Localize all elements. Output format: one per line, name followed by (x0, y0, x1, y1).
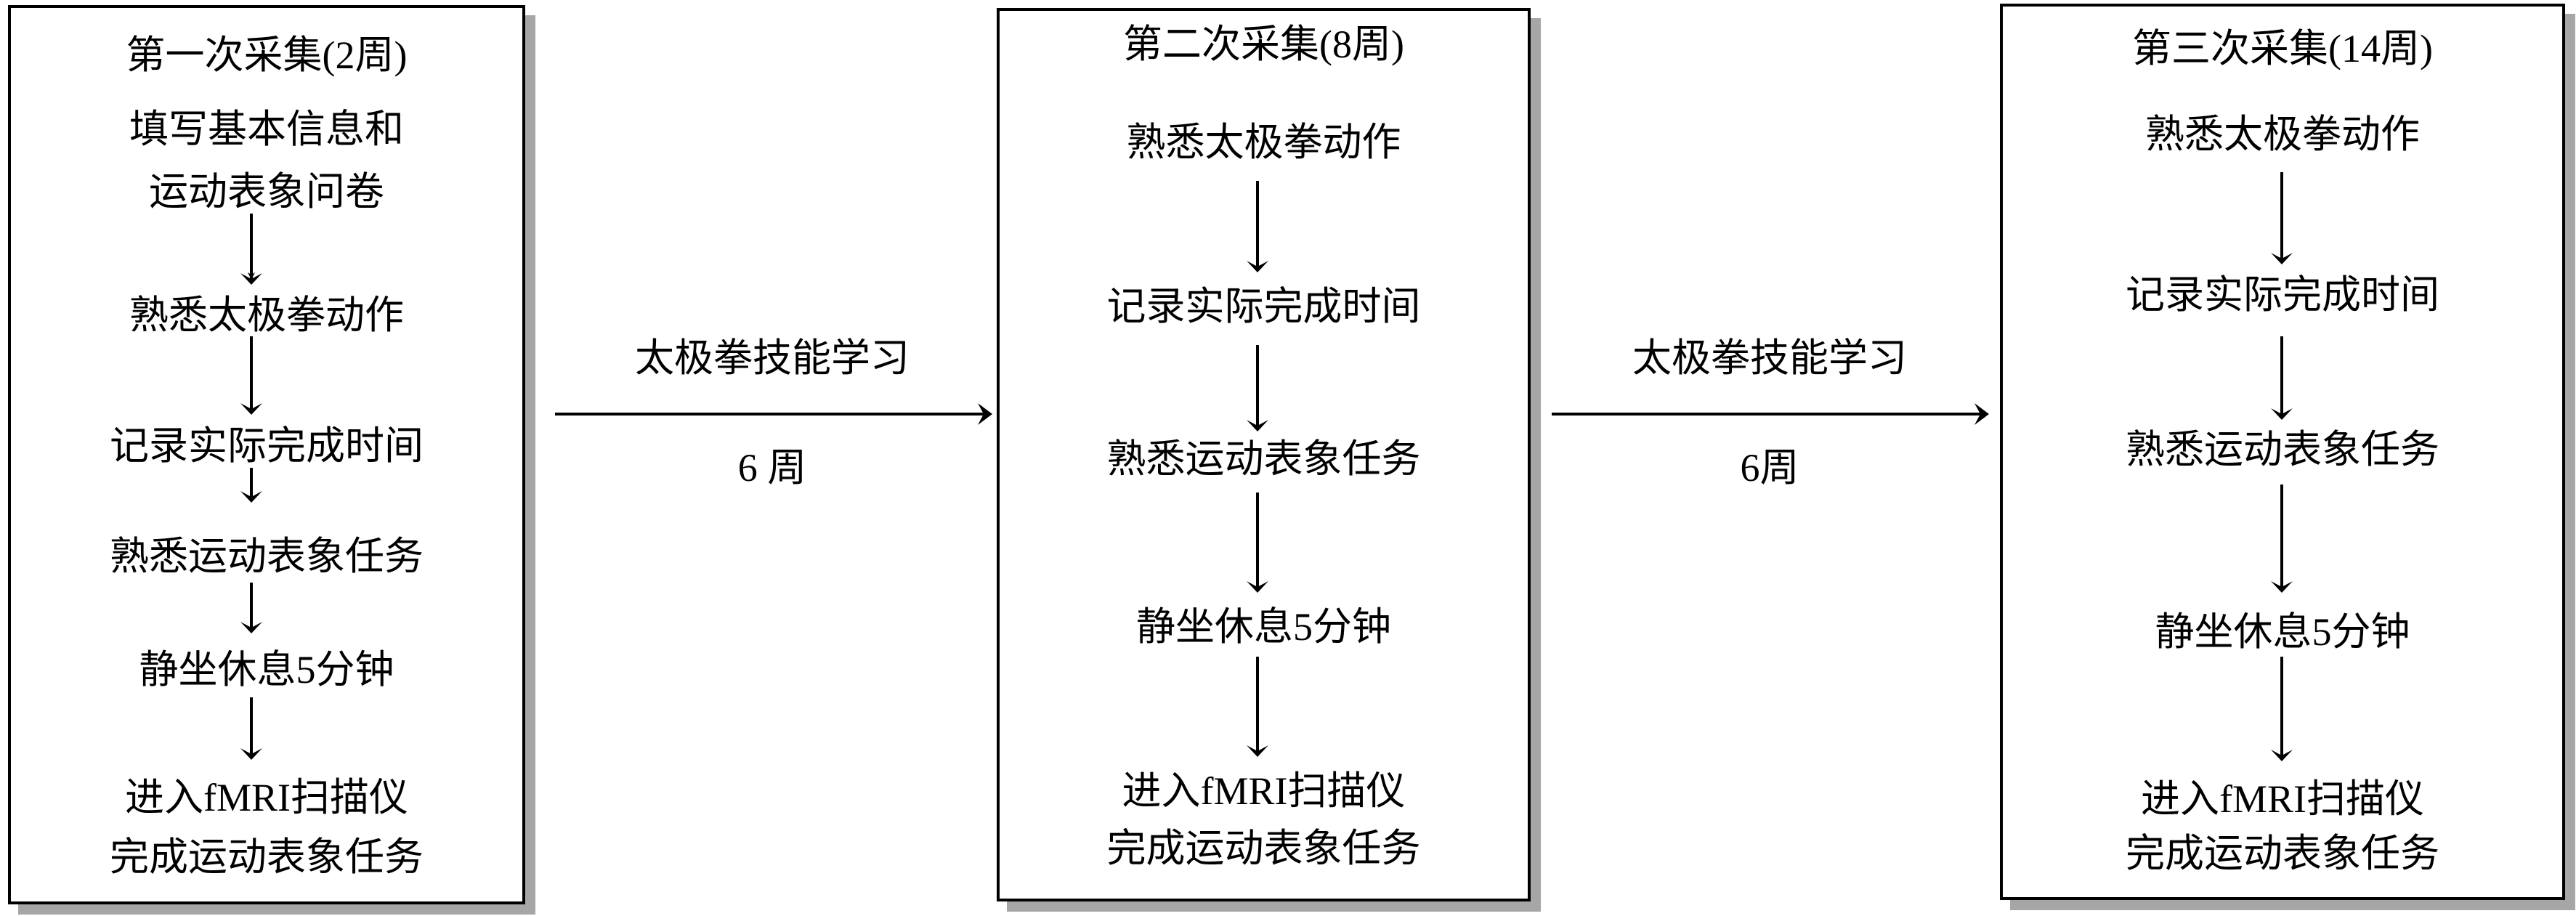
phase1-step: 记录实际完成时间 (110, 424, 424, 468)
phase2-step: 熟悉太极拳动作 (1126, 121, 1401, 164)
phase2-step: 记录实际完成时间 (1106, 285, 1421, 328)
phase2-step: 熟悉运动表象任务 (1106, 437, 1421, 481)
phase1-step: 熟悉运动表象任务 (110, 535, 424, 578)
phase1-step: 熟悉太极拳动作 (129, 293, 404, 337)
phase1-title: 第一次采集(2周) (126, 33, 408, 77)
phase2-title: 第二次采集(8周) (1123, 23, 1404, 66)
phase3-box: 第三次采集(14周) 熟悉太极拳动作 记录实际完成时间 熟悉运动表象任务 静坐休… (2000, 4, 2565, 900)
phase1-box: 第一次采集(2周) 填写基本信息和 运动表象问卷 熟悉太极拳动作 记录实际完成时… (8, 5, 525, 904)
transition2-label: 太极拳技能学习 (1632, 336, 1907, 380)
phase1-step: 静坐休息5分钟 (139, 648, 394, 692)
phase1-step: 填写基本信息和 (129, 108, 404, 151)
phase2-box: 第二次采集(8周) 熟悉太极拳动作 记录实际完成时间 熟悉运动表象任务 静坐休息… (997, 8, 1531, 901)
phase3-title: 第三次采集(14周) (2132, 27, 2433, 70)
phase3-step: 熟悉运动表象任务 (2126, 428, 2439, 471)
phase3-step: 完成运动表象任务 (2126, 832, 2439, 875)
phase3-step: 静坐休息5分钟 (2155, 610, 2410, 654)
transition2-duration: 6周 (1740, 446, 1799, 490)
phase3-step: 记录实际完成时间 (2126, 273, 2439, 317)
phase1-step: 完成运动表象任务 (110, 835, 424, 879)
phase2-step: 完成运动表象任务 (1106, 827, 1421, 870)
transition1-duration: 6 周 (737, 446, 807, 490)
phase2-step: 静坐休息5分钟 (1136, 605, 1391, 649)
phase1-step: 运动表象问卷 (149, 170, 384, 214)
transition1-label: 太极拳技能学习 (635, 336, 910, 380)
phase3-step: 熟悉太极拳动作 (2145, 113, 2420, 156)
phase3-step: 进入fMRI扫描仪 (2141, 777, 2424, 821)
phase2-step: 进入fMRI扫描仪 (1122, 769, 1406, 813)
phase1-step: 进入fMRI扫描仪 (125, 776, 408, 819)
